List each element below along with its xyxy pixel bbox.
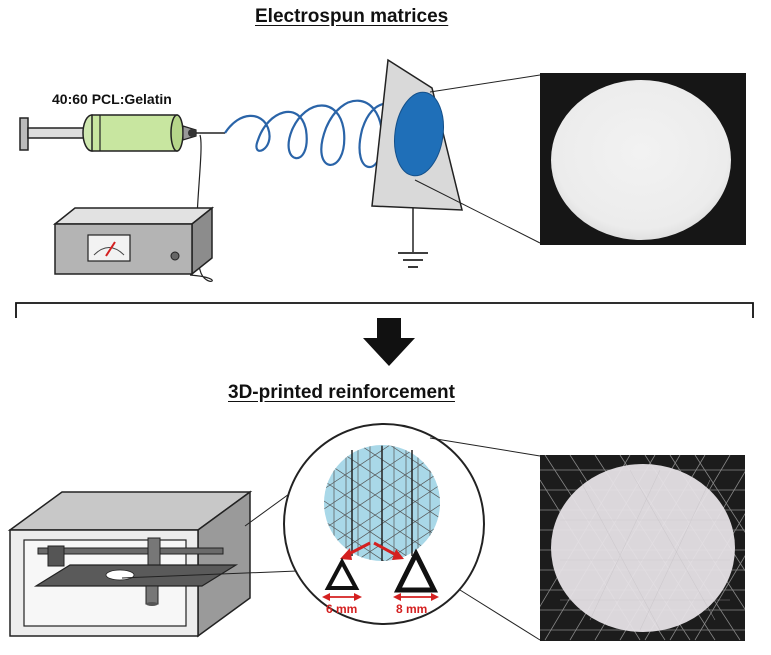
reinforced-mat-photo (540, 455, 745, 641)
electrospun-mat-photo (540, 73, 746, 245)
power-supply (52, 206, 215, 276)
zoom-line (429, 437, 541, 457)
hv-wire (189, 134, 213, 282)
ground-symbol (398, 208, 428, 268)
zoom-line (429, 74, 541, 93)
zoom-line (459, 589, 541, 641)
polymer-jet-spiral (224, 99, 406, 169)
large-triangle-size-label: 8 mm (396, 602, 427, 616)
syringe (19, 114, 197, 152)
bracket (15, 302, 754, 318)
small-triangle-size-label: 6 mm (326, 602, 357, 616)
deposited-fiber-mat (394, 91, 444, 177)
zoom-line (414, 179, 541, 244)
magnified-grid-inset: 6 mm 8 mm (283, 423, 485, 625)
down-arrow-icon (363, 318, 415, 366)
electrospun-matrices-title: Electrospun matrices (255, 6, 449, 27)
3d-printer (7, 490, 253, 638)
zoom-line (121, 569, 323, 579)
3d-printed-reinforcement-title: 3D-printed reinforcement (228, 382, 455, 403)
solution-label: 40:60 PCL:Gelatin (52, 91, 172, 107)
